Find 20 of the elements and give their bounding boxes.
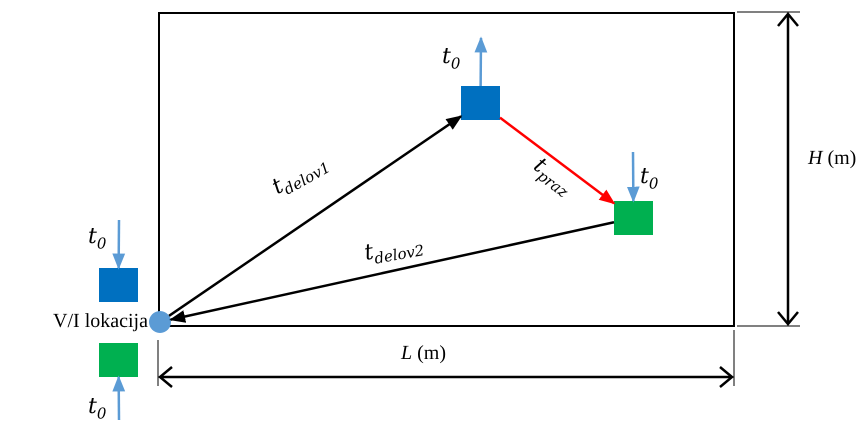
arrow bbox=[626, 152, 640, 203]
arrow bbox=[474, 36, 488, 86]
edge-label: t$_{0}$ bbox=[442, 46, 460, 72]
edge-label: t$_{0}$ bbox=[88, 396, 106, 421]
load-square bbox=[461, 86, 500, 120]
area-boundary-frame bbox=[158, 12, 735, 327]
load-square bbox=[614, 201, 653, 235]
load-square bbox=[99, 343, 138, 377]
arrow bbox=[169, 221, 614, 323]
edge-label: t$_{0}$ bbox=[88, 226, 106, 252]
edge-label: t$_{0}$ bbox=[640, 166, 658, 192]
arrow bbox=[499, 116, 616, 204]
arrow bbox=[168, 115, 462, 317]
load-square bbox=[99, 268, 138, 302]
edge-label: t$_{delov2}$ bbox=[362, 238, 426, 268]
location-label: V/I lokacija bbox=[53, 311, 148, 331]
arrow bbox=[112, 220, 126, 270]
dimension-label: L (m) bbox=[401, 343, 446, 363]
dimension-label: H (m) bbox=[808, 148, 856, 168]
arrow bbox=[112, 375, 126, 420]
